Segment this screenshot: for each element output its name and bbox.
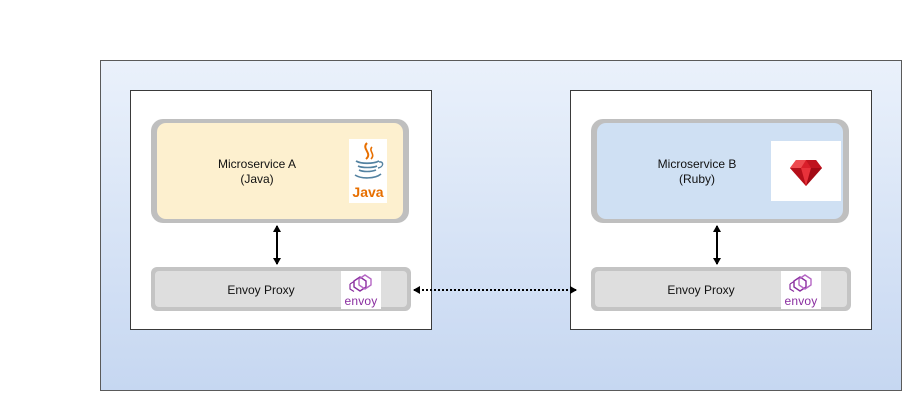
service-b-lang: (Ruby) (678, 172, 715, 186)
pod-b: Microservice B (Ruby) Envoy Proxy envoy (570, 90, 872, 330)
service-a-lang: (Java) (240, 172, 274, 186)
java-logo-icon: Java (349, 139, 387, 203)
ruby-logo-icon (771, 141, 841, 201)
service-b-label: Microservice B (Ruby) (617, 157, 777, 187)
service-a-label: Microservice A (Java) (177, 157, 337, 187)
service-a-name: Microservice A (217, 157, 297, 171)
envoy-logo-icon: envoy (341, 271, 381, 309)
java-logo-text: Java (352, 184, 383, 200)
envoy-logo-text: envoy (344, 294, 378, 308)
envoy-logo-text: envoy (784, 294, 818, 308)
service-b-name: Microservice B (657, 157, 737, 171)
proxy-b-label: Envoy Proxy (667, 283, 735, 297)
proxy-a-label: Envoy Proxy (227, 283, 295, 297)
envoy-logo-icon: envoy (781, 271, 821, 309)
pod-a: Microservice A (Java) Java Envoy Proxy e… (130, 90, 432, 330)
